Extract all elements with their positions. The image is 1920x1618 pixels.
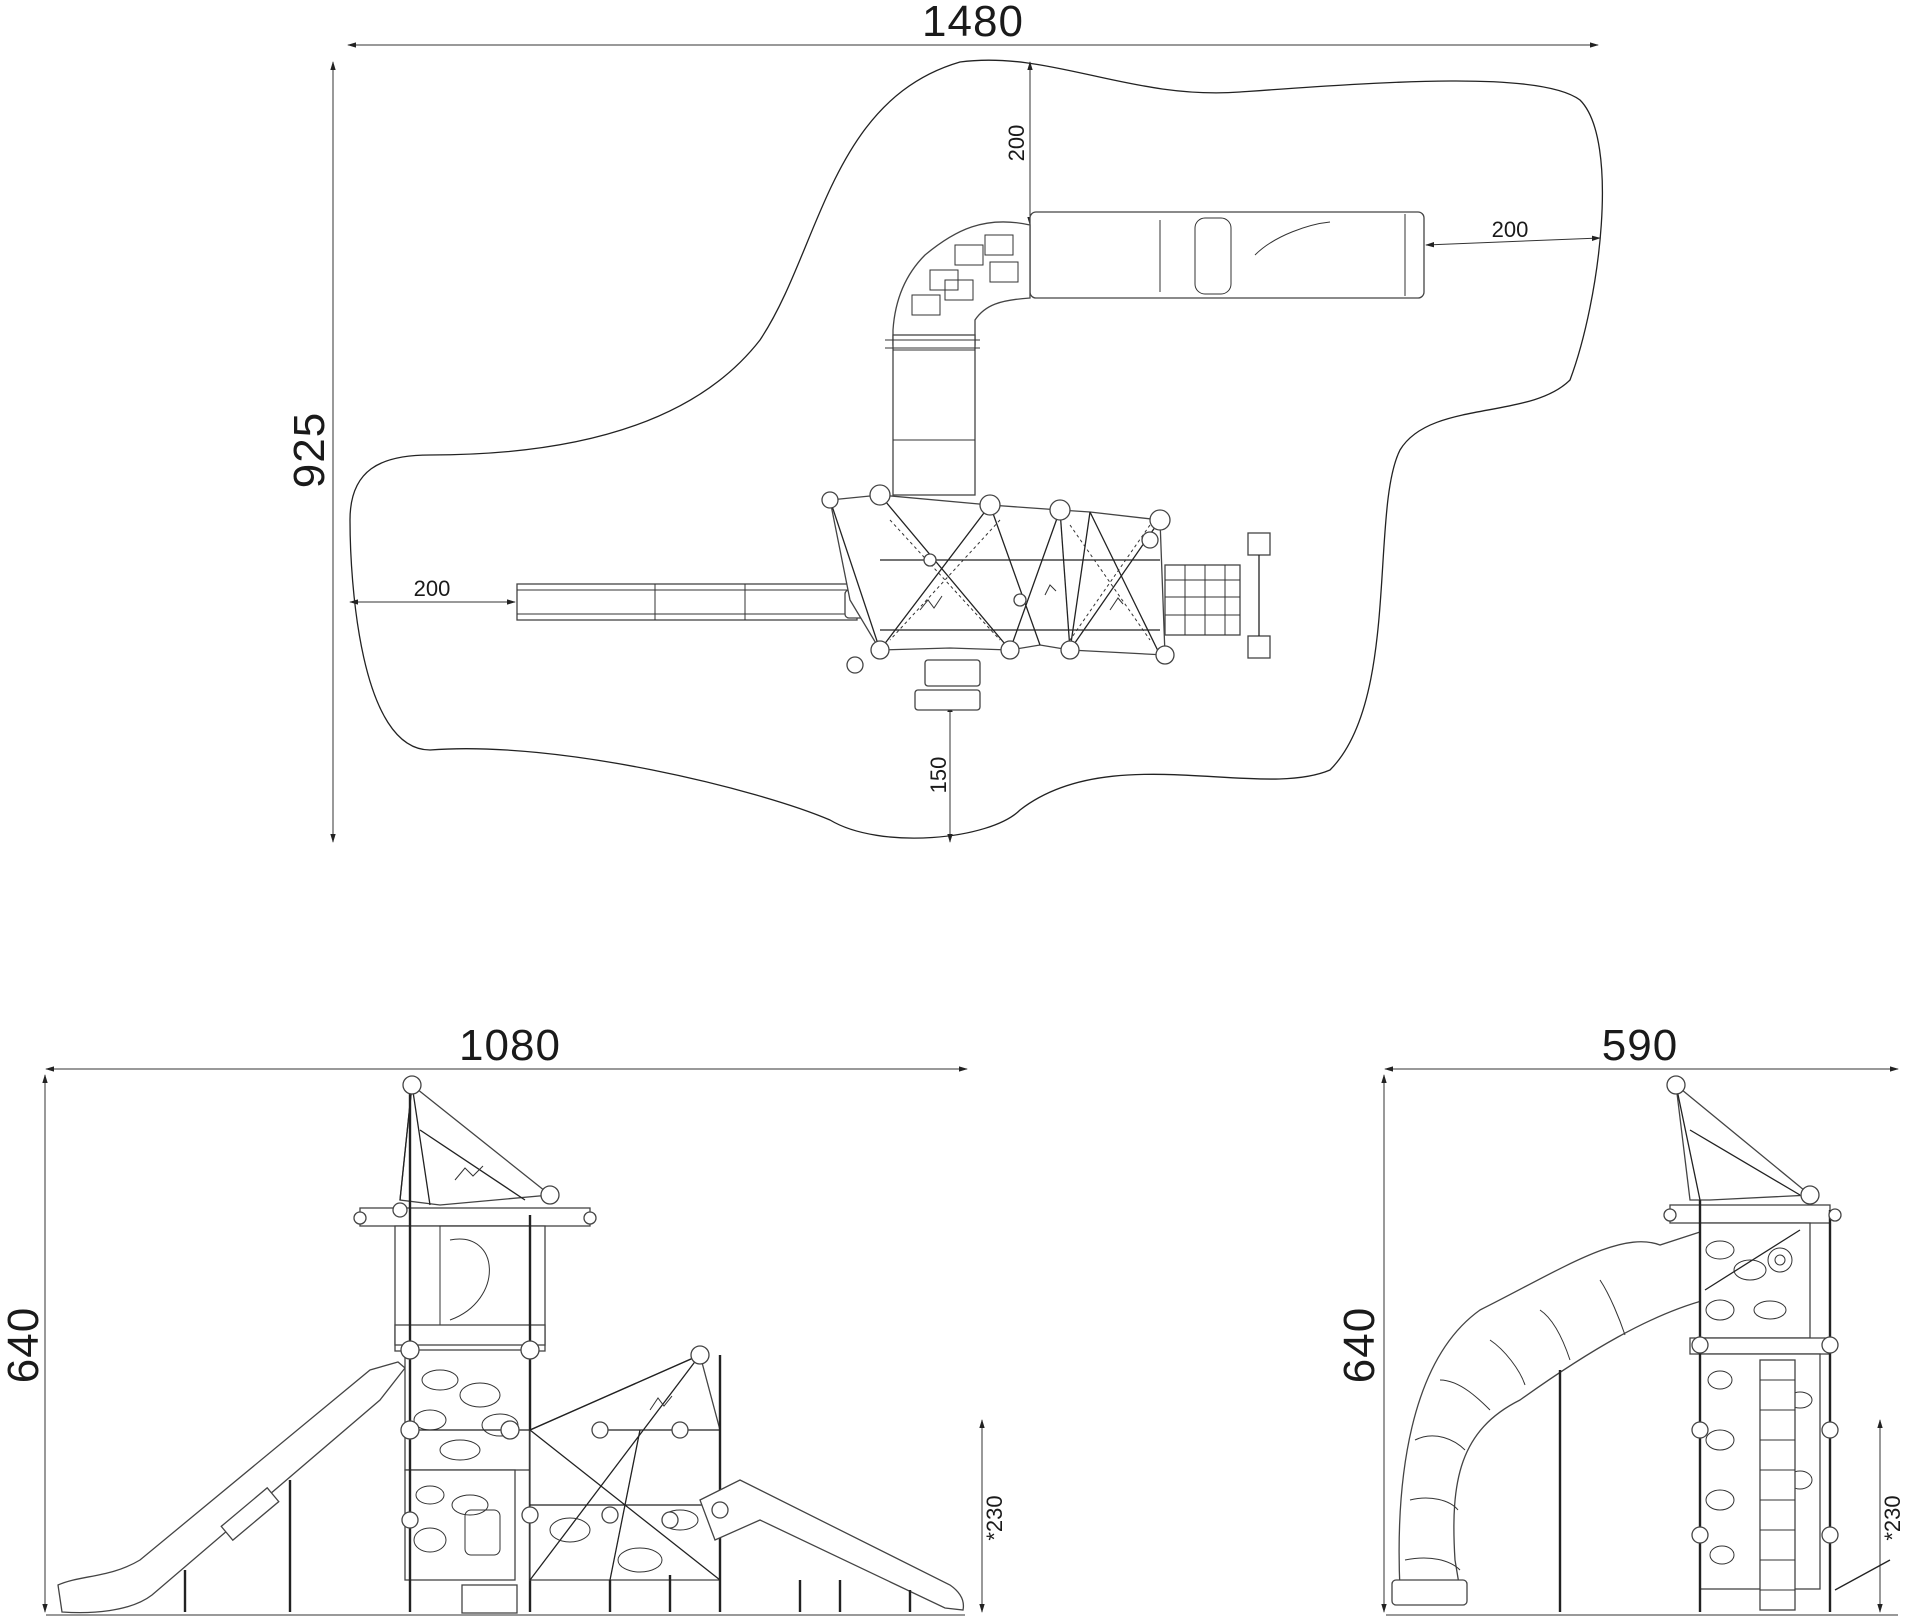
right-clearance-line (1425, 235, 1601, 248)
front-right-slide (699, 1479, 965, 1611)
front-left-slide (57, 1361, 406, 1614)
left-clearance-label: 200 (414, 576, 451, 601)
side-width-label: 590 (1602, 1021, 1678, 1070)
bottom-clearance-label: 150 (926, 757, 951, 794)
front-elevation: 1080 640 *230 (0, 1021, 1007, 1616)
play-structure-plan (821, 484, 1271, 711)
right-clearance-label: 200 (1492, 217, 1529, 242)
tube-slide-plan (885, 211, 1425, 496)
front-free-fall-label: *230 (982, 1495, 1007, 1540)
plan-width-label: 1480 (922, 0, 1024, 46)
front-truss (529, 1354, 722, 1612)
safety-zone-outline (349, 59, 1604, 839)
plan-view: 1480 925 200 200 200 150 (285, 0, 1604, 843)
side-height-label: 640 (1335, 1307, 1384, 1383)
side-tube-slide (1398, 1231, 1706, 1591)
front-width-label: 1080 (459, 1021, 561, 1070)
front-height-label: 640 (0, 1307, 48, 1383)
side-tower (1669, 1083, 1891, 1612)
side-free-fall-label: *230 (1880, 1495, 1905, 1540)
front-tower (359, 1083, 591, 1614)
side-elevation: 590 640 *230 (1335, 1021, 1905, 1616)
top-clearance-label: 200 (1004, 125, 1029, 162)
plan-depth-label: 925 (285, 412, 334, 488)
straight-slide-plan (516, 583, 866, 621)
